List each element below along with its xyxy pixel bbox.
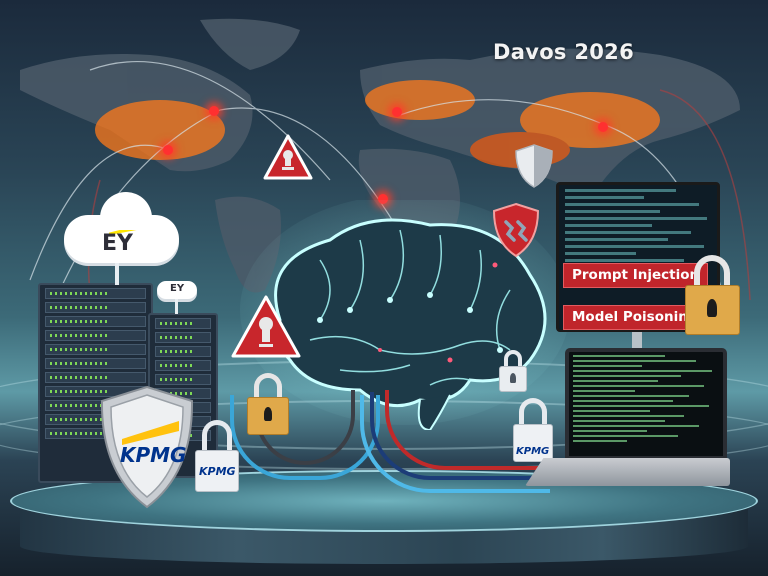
prompt-injection-label: Prompt Injection (563, 263, 709, 288)
kpmg-padlock-icon (195, 420, 239, 492)
event-title: Davos 2026 (493, 40, 634, 64)
padlock-icon (685, 255, 740, 335)
kpmg-logo: KPMG (516, 446, 550, 457)
red-shield-icon (492, 202, 540, 258)
threat-hotspot (163, 145, 173, 155)
monitor-stand (632, 332, 642, 354)
model-poisoning-label: Model Poisoning (563, 305, 707, 330)
laptop-screen (565, 348, 727, 460)
laptop-keyboard (525, 458, 730, 486)
kpmg-shield-icon (100, 385, 194, 509)
cloud-pole (115, 263, 119, 285)
cloud-top (100, 192, 152, 230)
kpmg-logo: KPMG (199, 465, 236, 478)
cloud-pole (175, 299, 178, 314)
padlock-icon (499, 350, 527, 392)
shield-icon (515, 144, 553, 188)
threat-hotspot (598, 122, 608, 132)
padlock-icon (247, 373, 289, 435)
warning-triangle-icon (263, 134, 313, 180)
server-rack-icon (38, 283, 153, 483)
threat-hotspot (378, 194, 388, 204)
kpmg-logo: KPMG (120, 443, 187, 467)
kpmg-padlock-icon (513, 398, 553, 462)
cloud-icon: EY (157, 281, 197, 299)
ey-logo: EY (170, 283, 185, 294)
threat-hotspot (392, 107, 402, 117)
ey-logo: EY (102, 231, 133, 256)
warning-triangle-icon (231, 295, 301, 358)
threat-hotspot (209, 106, 219, 116)
brain-icon (240, 200, 570, 430)
